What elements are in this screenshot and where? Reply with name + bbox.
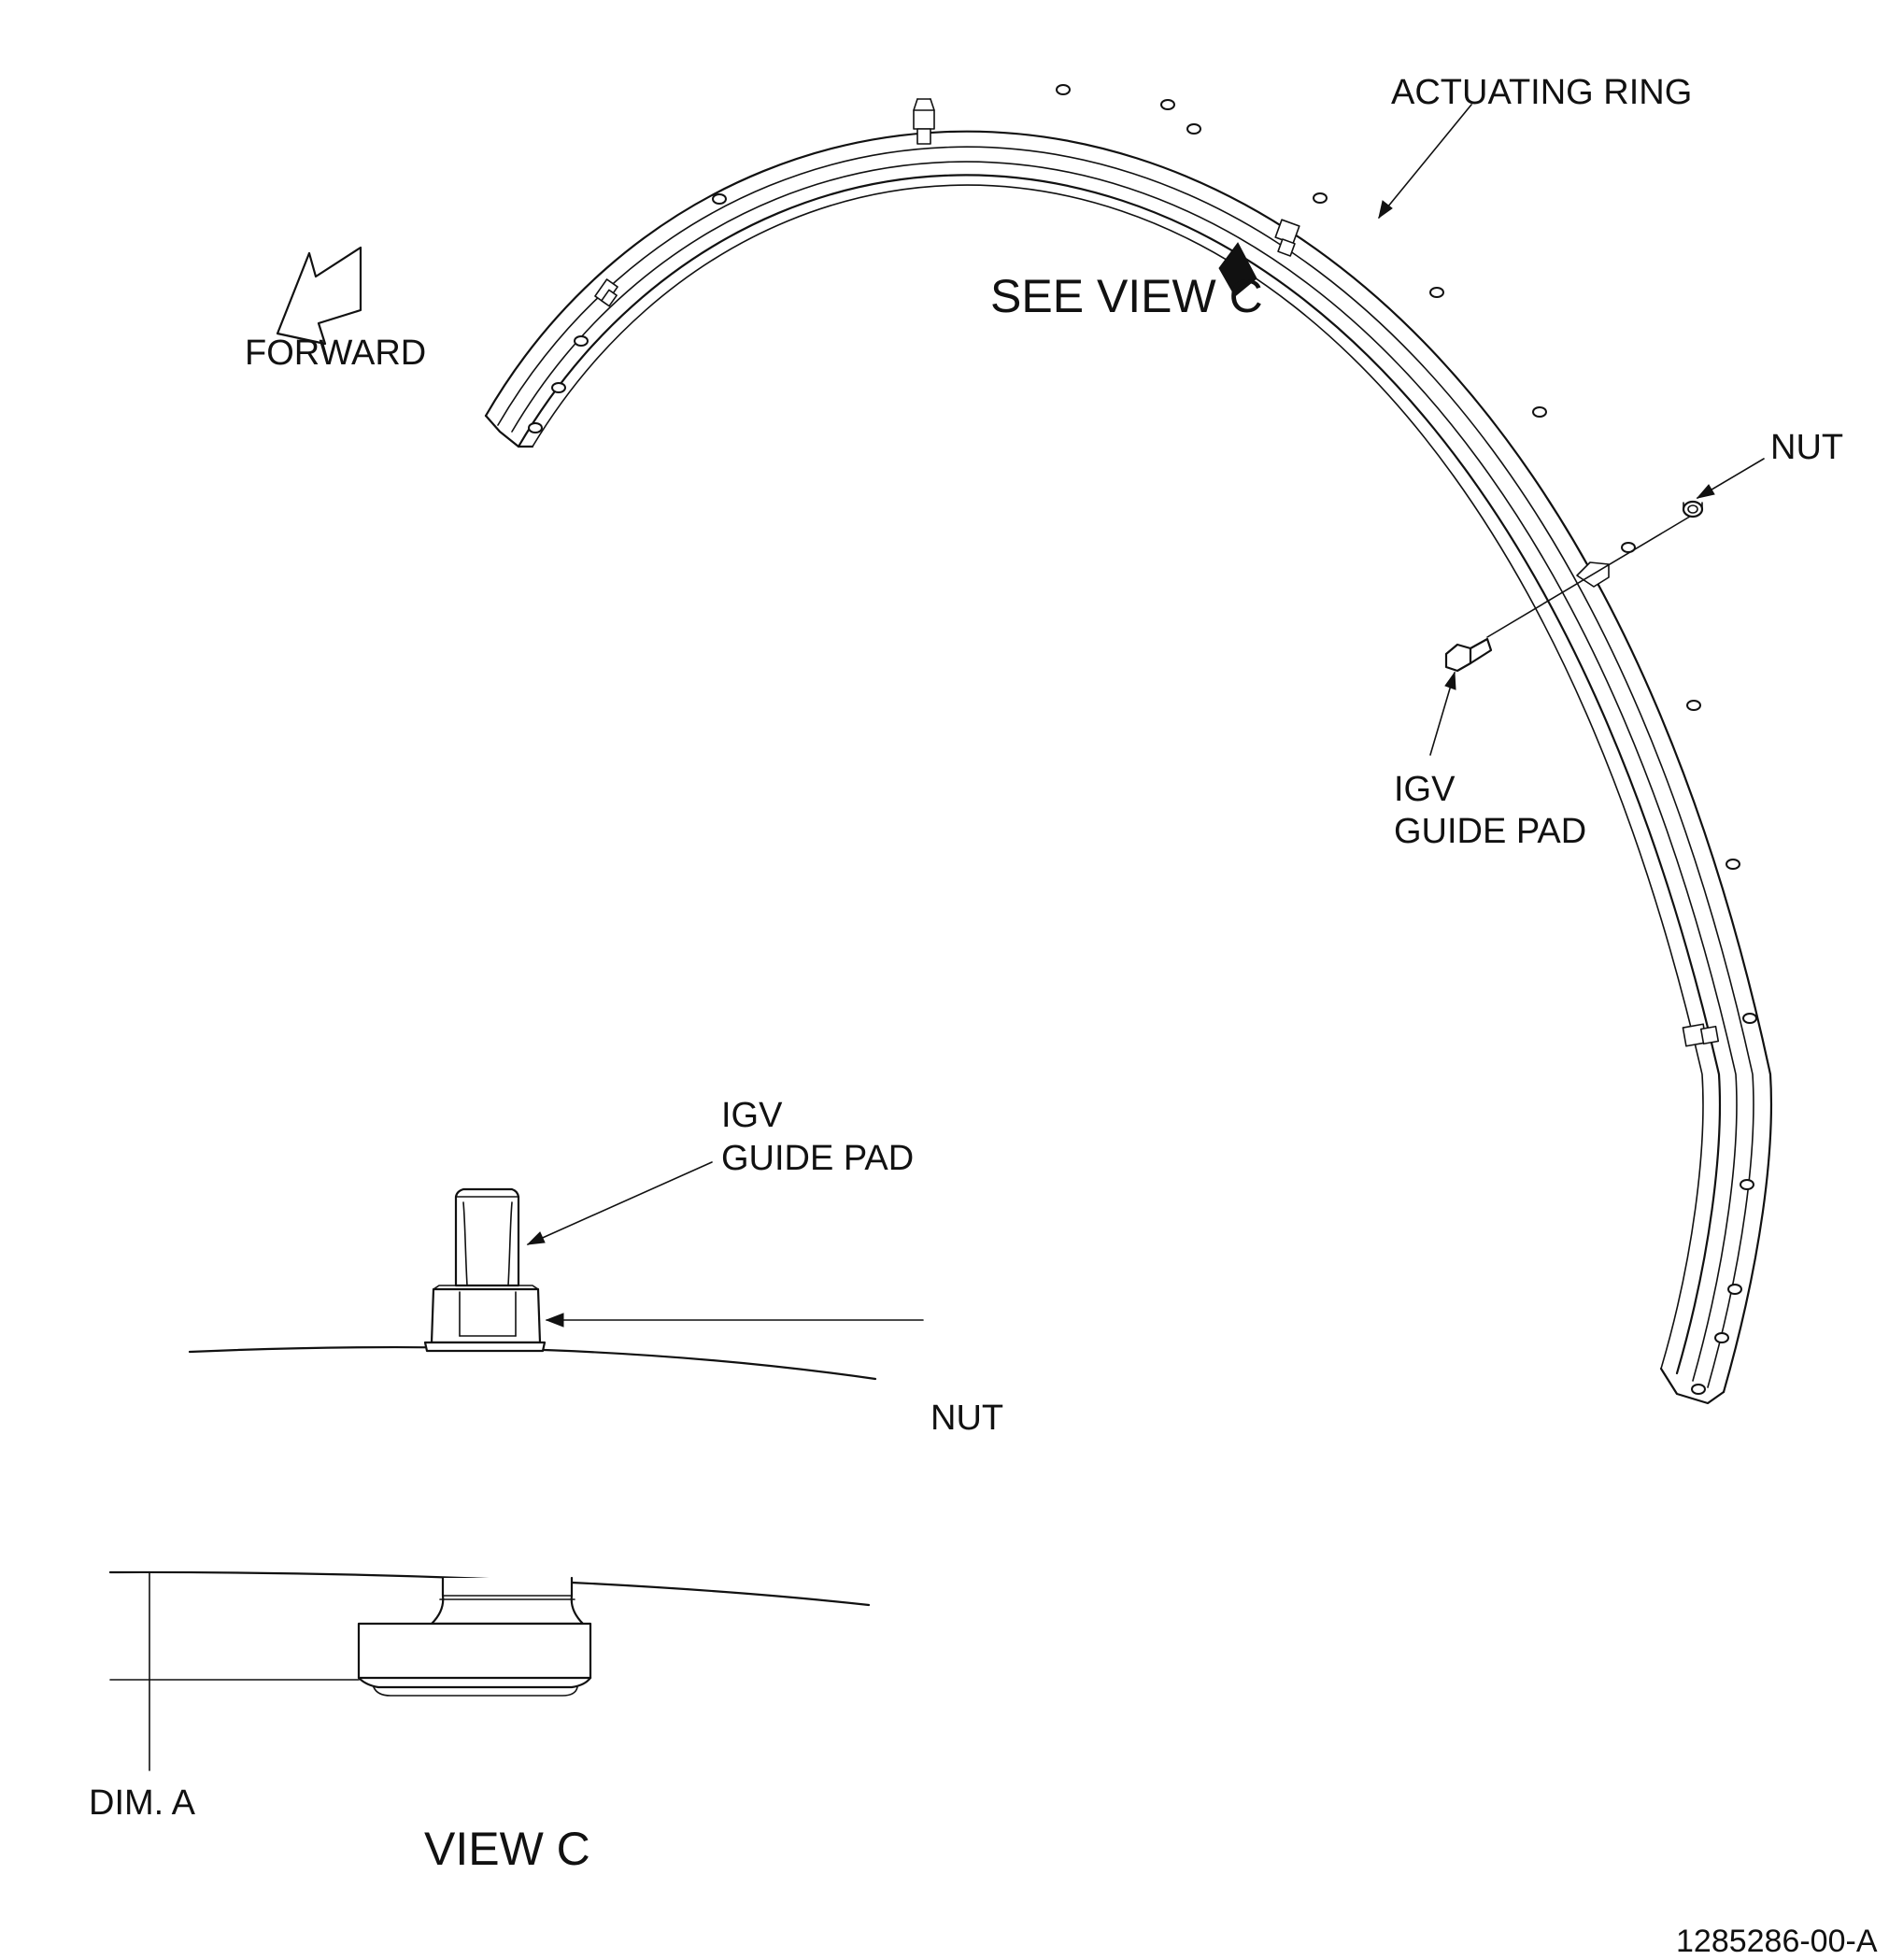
ring-left-end (484, 414, 534, 448)
ring-inner-flange (532, 184, 1704, 1370)
guide-pad-lower-right (1682, 1023, 1720, 1047)
nut-label-detail: NUT (930, 1399, 1003, 1438)
guide-pad-label-detail: GUIDE PAD (721, 1139, 914, 1178)
bolt-hole (1714, 1332, 1729, 1343)
pad-flange (357, 1622, 592, 1680)
guide-pad-part (1444, 637, 1493, 673)
bolt-hole (551, 382, 566, 393)
ring-outer-flange (497, 146, 1754, 1388)
see-view-c-arrow-icon (1218, 242, 1257, 297)
bolt-hole (574, 335, 589, 347)
leader-guide-pad-top (1429, 671, 1456, 756)
bolt-hole (528, 422, 543, 433)
ring-inner-edge (517, 174, 1722, 1375)
leader-actuating-ring (1378, 104, 1472, 220)
ring-bolt-holes (528, 84, 1757, 1395)
igv-label-top: IGV (1394, 770, 1456, 809)
view-c-dim-detail (108, 1570, 871, 1771)
see-view-c-label: SEE VIEW C (990, 270, 1263, 322)
nut-part (1682, 500, 1704, 518)
ring-guide-pads (594, 98, 1720, 1047)
guide-pad-label-top: GUIDE PAD (1394, 812, 1586, 851)
bolt-hole (1532, 406, 1547, 418)
exploded-axis (1486, 514, 1694, 638)
guide-pad-left (594, 278, 618, 307)
ring-surface-line (188, 1345, 877, 1381)
ring-mid-line (511, 161, 1738, 1382)
nut-label-top: NUT (1770, 428, 1843, 467)
explode-centerline (1486, 514, 1694, 638)
actuating-ring (484, 84, 1773, 1405)
leader-nut-detail (545, 1313, 924, 1328)
bolt-hole (1727, 1284, 1742, 1295)
bolt-hole (1429, 287, 1444, 298)
bolt-hole (1621, 542, 1636, 553)
ring-outer-edge (484, 130, 1773, 1394)
bolt-hole (1186, 123, 1201, 135)
actuating-ring-label: ACTUATING RING (1391, 73, 1692, 112)
view-c-title: VIEW C (424, 1823, 590, 1875)
leader-guide-pad-detail (526, 1161, 713, 1245)
dim-a-label: DIM. A (89, 1783, 196, 1823)
ring-right-end (1659, 1367, 1726, 1405)
igv-label-detail: IGV (721, 1096, 783, 1135)
bolt-hole (1740, 1179, 1754, 1190)
bolt-hole (1686, 700, 1701, 711)
guide-pad-top (913, 98, 935, 145)
forward-arrow-icon (276, 246, 362, 346)
bolt-hole (1056, 84, 1071, 95)
bolt-hole (1691, 1384, 1706, 1395)
leader-nut-top (1696, 458, 1765, 499)
hex-nut-body (430, 1287, 542, 1344)
bolt-hole (1726, 859, 1740, 870)
bolt-hole (1160, 99, 1175, 110)
bolt-hole (1313, 192, 1328, 204)
bolt-hole (712, 193, 727, 205)
bolt-hole (1742, 1013, 1757, 1024)
pad-neck (430, 1576, 585, 1626)
figure-id: 1285286-00-A (1676, 1924, 1878, 1959)
guide-pad-upper-right (1274, 219, 1300, 257)
view-c-side-detail (188, 1187, 877, 1381)
forward-label: FORWARD (245, 334, 426, 373)
